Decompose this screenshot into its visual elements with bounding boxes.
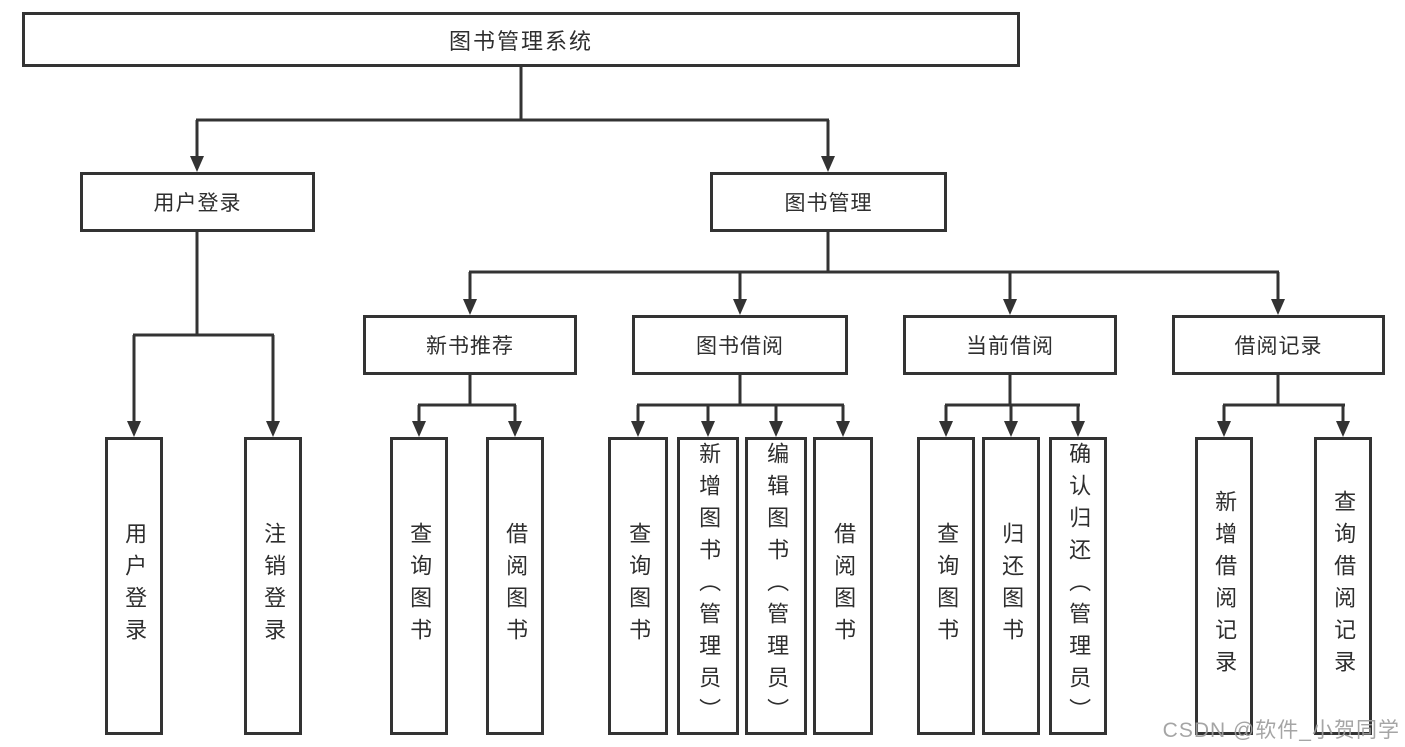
leaf-add-borrow-record: 新增借阅记录 <box>1195 437 1253 735</box>
leaf-edit-books-admin: 编辑图书（管理员） <box>745 437 807 735</box>
leaf-label: 查询图书 <box>934 522 960 650</box>
leaf-logout: 注销登录 <box>244 437 302 735</box>
leaf-query-borrow-record: 查询借阅记录 <box>1314 437 1372 735</box>
leaf-label: 查询图书 <box>626 522 652 650</box>
leaf-query-books-borrow: 查询图书 <box>608 437 668 735</box>
node-current-borrowing: 当前借阅 <box>903 315 1117 375</box>
leaf-add-books-admin: 新增图书（管理员） <box>677 437 739 735</box>
node-borrowing-records: 借阅记录 <box>1172 315 1385 375</box>
node-library-management-system: 图书管理系统 <box>22 12 1020 67</box>
leaf-label: 新增借阅记录 <box>1212 490 1238 682</box>
node-label: 图书管理 <box>784 192 873 215</box>
leaf-borrow-books: 借阅图书 <box>813 437 873 735</box>
leaf-borrow-books-recommend: 借阅图书 <box>486 437 544 735</box>
node-label: 用户登录 <box>153 192 242 215</box>
csdn-watermark: CSDN @软件_小贺同学 <box>1162 719 1400 742</box>
leaf-confirm-return-admin: 确认归还（管理员） <box>1049 437 1107 735</box>
node-label: 当前借阅 <box>966 335 1054 358</box>
leaf-label: 用户登录 <box>122 522 148 650</box>
leaf-label: 注销登录 <box>261 522 287 650</box>
leaf-label: 编辑图书（管理员） <box>764 442 790 730</box>
leaf-label: 借阅图书 <box>503 522 529 650</box>
node-label: 新书推荐 <box>426 335 514 358</box>
leaf-label: 新增图书（管理员） <box>696 442 722 730</box>
node-label: 图书借阅 <box>696 335 784 358</box>
node-new-book-recommendation: 新书推荐 <box>363 315 577 375</box>
leaf-return-books: 归还图书 <box>982 437 1040 735</box>
node-user-login-branch: 用户登录 <box>80 172 315 232</box>
leaf-label: 查询借阅记录 <box>1331 490 1357 682</box>
leaf-user-login: 用户登录 <box>105 437 163 735</box>
node-book-borrowing: 图书借阅 <box>632 315 848 375</box>
node-label: 图书管理系统 <box>448 28 593 54</box>
leaf-label: 借阅图书 <box>831 522 857 650</box>
leaf-query-books-recommend: 查询图书 <box>390 437 448 735</box>
node-book-management-branch: 图书管理 <box>710 172 947 232</box>
leaf-label: 归还图书 <box>999 522 1025 650</box>
leaf-label: 查询图书 <box>407 522 433 650</box>
leaf-query-books-current: 查询图书 <box>917 437 975 735</box>
node-label: 借阅记录 <box>1234 335 1323 358</box>
leaf-label: 确认归还（管理员） <box>1066 442 1092 730</box>
